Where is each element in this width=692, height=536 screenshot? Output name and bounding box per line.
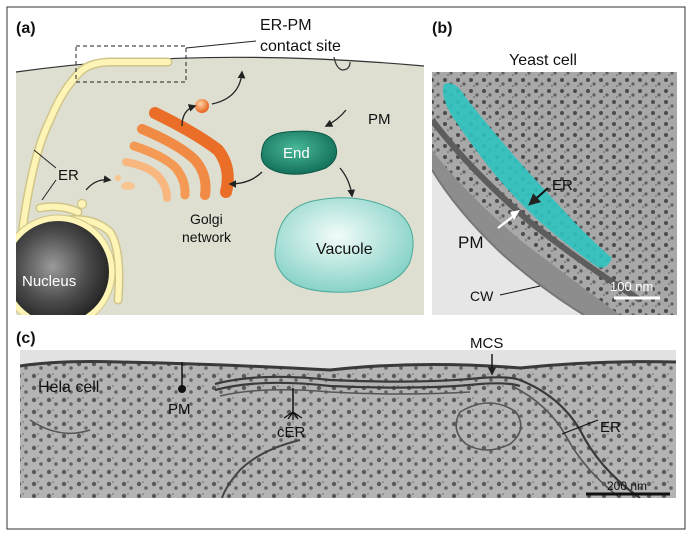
cer-pointer-head [283,411,303,420]
panel-c-letter: (c) [16,330,36,347]
yeast-cell-title: Yeast cell [509,52,577,69]
er-highlight [443,83,612,268]
em-er-label: ER [600,419,621,436]
golgi-vesicle [115,175,121,181]
hela-cell-label: Hela cell [38,379,99,396]
trafficking-arrows [85,70,356,198]
vesicle [455,402,522,451]
nucleus [16,215,115,315]
contact-site-box [75,45,187,83]
em-er-label: ER [552,177,573,194]
panel-c: (c) Hela cell PM cER MCS ER [16,330,676,498]
contact-site-leader [185,40,257,49]
golgi-label: Golgi [190,211,223,227]
nucleus-label: Nucleus [22,273,76,290]
endosome-label: End [283,145,310,162]
pm-label: PM [368,111,391,128]
contact-site-label: ER-PM [260,17,312,34]
plasma-membrane [16,56,424,73]
er-arrow [528,187,549,206]
vacuole [274,197,414,293]
em-hela-background [20,350,676,498]
panel-b-letter: (b) [432,20,452,37]
golgi-network [122,107,234,202]
em-pm-label: PM [168,401,191,418]
er-tubule [519,378,641,498]
er-leader [561,419,599,435]
cw-leader [499,285,541,296]
extracellular-space [432,170,584,315]
er-label: ER [58,167,79,184]
pm-pointer-dot [178,385,186,393]
scale-bar-label: 200 nm [607,479,647,493]
em-plasma-membrane [432,118,642,303]
extracellular-space [20,350,676,370]
cortical-er [214,375,521,386]
panel-a: (a) [16,17,424,315]
er-leader [33,149,57,169]
golgi-vesicle [121,182,135,190]
vacuole-label: Vacuole [316,241,373,258]
cw-label: CW [470,288,494,304]
mcs-label: MCS [470,335,503,352]
er-tubule [221,439,301,498]
secretory-vesicle [195,99,209,113]
endocytic-pit [333,56,351,71]
figure-frame [6,6,686,530]
cer-label: cER [277,424,306,441]
er-leader [41,179,57,201]
em-plasma-membrane [20,360,676,372]
panel-a-letter: (a) [16,20,36,37]
scale-bar-label: 100 nm [610,279,653,294]
panel-b: (b) Yeast cell ER PM CW 100 nm [432,20,677,315]
contact-site-label: contact site [260,38,341,55]
em-pm-label: PM [458,233,484,252]
endosome [260,130,338,175]
golgi-label: network [182,229,232,245]
